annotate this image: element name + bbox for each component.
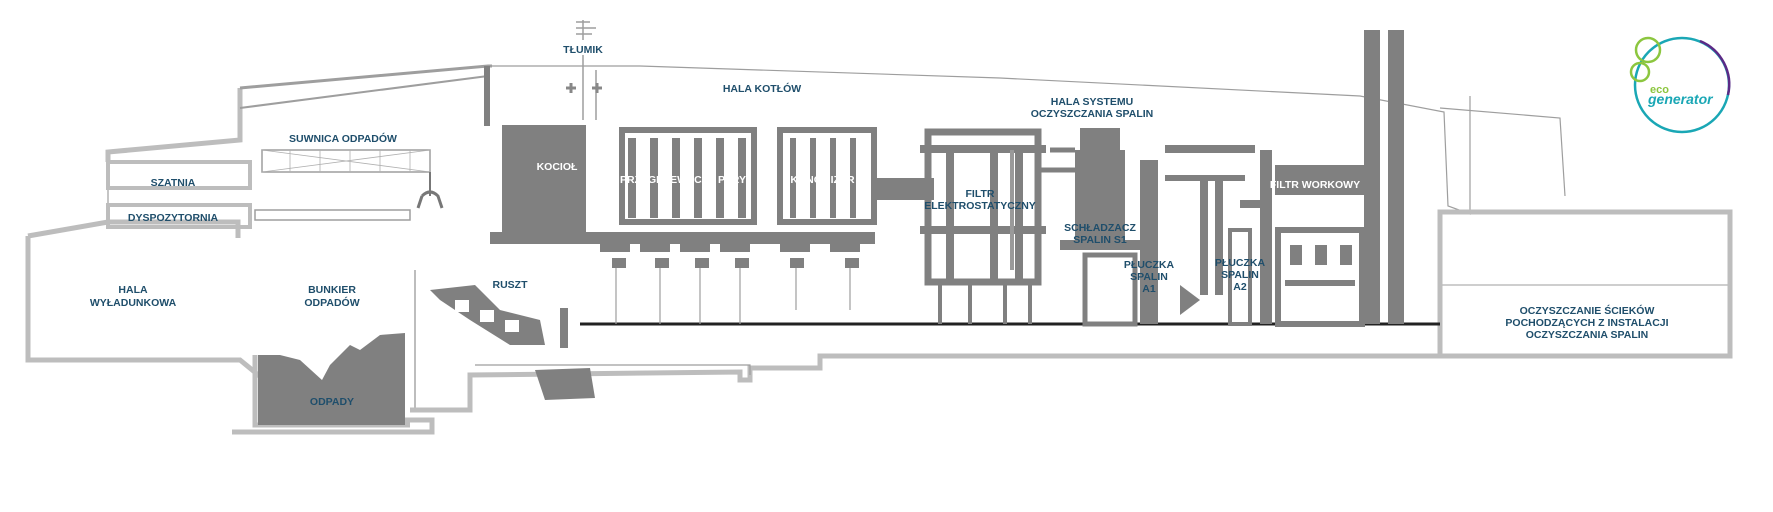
scrubber-a2 (1228, 150, 1272, 326)
waste-pile (258, 333, 405, 425)
label-schladzacz-2: SPALIN S1 (1073, 234, 1127, 246)
label-tlumik: TŁUMIK (563, 44, 603, 56)
logo-leaf-2 (1629, 61, 1651, 83)
label-szatnia: SZATNIA (151, 177, 196, 189)
scrubber-a1 (1140, 145, 1255, 324)
boiler-block (484, 66, 934, 324)
crane-rail (254, 209, 411, 221)
label-ruszt: RUSZT (493, 279, 529, 291)
ash-hoppers (600, 244, 860, 268)
boiler-platform (490, 232, 875, 244)
stack-1 (1364, 30, 1380, 324)
bunker-roof (239, 64, 492, 90)
label-bunkier-2: ODPADÓW (304, 296, 359, 309)
label-filtr-workowy: FILTR WORKOWY (1270, 179, 1360, 191)
economizer (777, 127, 877, 225)
label-suwnica: SUWNICA ODPADÓW (289, 132, 397, 145)
annex-roof (105, 88, 243, 162)
szatnia-box (106, 160, 252, 190)
waste-crane (254, 149, 444, 221)
label-scieki-3: OCZYSZCZANIA SPALIN (1526, 329, 1649, 341)
label-hala-systemu-2: OCZYSZCZANIA SPALIN (1031, 108, 1154, 120)
bunker-roof-truss (239, 75, 489, 109)
label-pluczka-a1-3: A1 (1142, 283, 1156, 295)
label-pluczka-a2-1: PŁUCZKA (1215, 257, 1266, 269)
label-ekonomizer: EKONOMIZER (783, 174, 855, 186)
label-pluczka-a2-3: A2 (1233, 281, 1247, 293)
quencher-s1 (1040, 128, 1140, 327)
crane-grab (416, 190, 444, 209)
boiler (502, 125, 586, 240)
label-scieki-1: OCZYSZCZANIE ŚCIEKÓW (1520, 304, 1655, 317)
label-dyspozytornia: DYSPOZYTORNIA (128, 212, 219, 224)
label-bunkier-1: BUNKIER (308, 284, 356, 296)
label-hala-wyl-2: WYŁADUNKOWA (90, 297, 177, 309)
ecogenerator-logo: eco generator (1629, 36, 1731, 134)
bag-filter (1275, 165, 1365, 327)
label-przegrzewacze: PRZEGRZEWACZE PARY (620, 174, 746, 186)
crane-girder (261, 149, 431, 173)
dyspozytornia-box (106, 203, 252, 229)
logo-generator: generator (1647, 91, 1714, 107)
label-filtr-e-1: FILTR (966, 188, 995, 200)
label-scieki-2: POCHODZĄCYCH Z INSTALACJI (1505, 317, 1668, 329)
label-kociol: KOCIOŁ (537, 161, 578, 173)
logo-leaf-1 (1634, 36, 1662, 64)
flue-duct (874, 178, 934, 200)
label-schladzacz-1: SCHŁADZACZ (1064, 222, 1136, 234)
label-pluczka-a1-2: SPALIN (1130, 271, 1168, 283)
stack-2 (1388, 30, 1404, 324)
superheaters (619, 127, 757, 225)
label-pluczka-a2-2: SPALIN (1221, 269, 1259, 281)
electrostatic-filter (920, 128, 1046, 324)
ground-line (410, 209, 1733, 413)
label-hala-systemu-1: HALA SYSTEMU (1051, 96, 1133, 108)
silencer (566, 20, 602, 120)
label-pluczka-a1-1: PŁUCZKA (1124, 259, 1175, 271)
basement-line (475, 364, 751, 375)
grate (430, 285, 595, 400)
label-hala-wyl-1: HALA (118, 284, 148, 296)
labels: TŁUMIK HALA KOTŁÓW HALA SYSTEMU OCZYSZCZ… (90, 44, 1669, 408)
unloading-hall-roof (27, 219, 241, 239)
logo-eco: eco (1650, 84, 1669, 96)
roof-right (1439, 107, 1566, 197)
label-odpady: ODPADY (310, 396, 354, 408)
label-filtr-e-2: ELEKTROSTATYCZNY (924, 200, 1036, 212)
label-hala-kotlow: HALA KOTŁÓW (723, 82, 801, 95)
